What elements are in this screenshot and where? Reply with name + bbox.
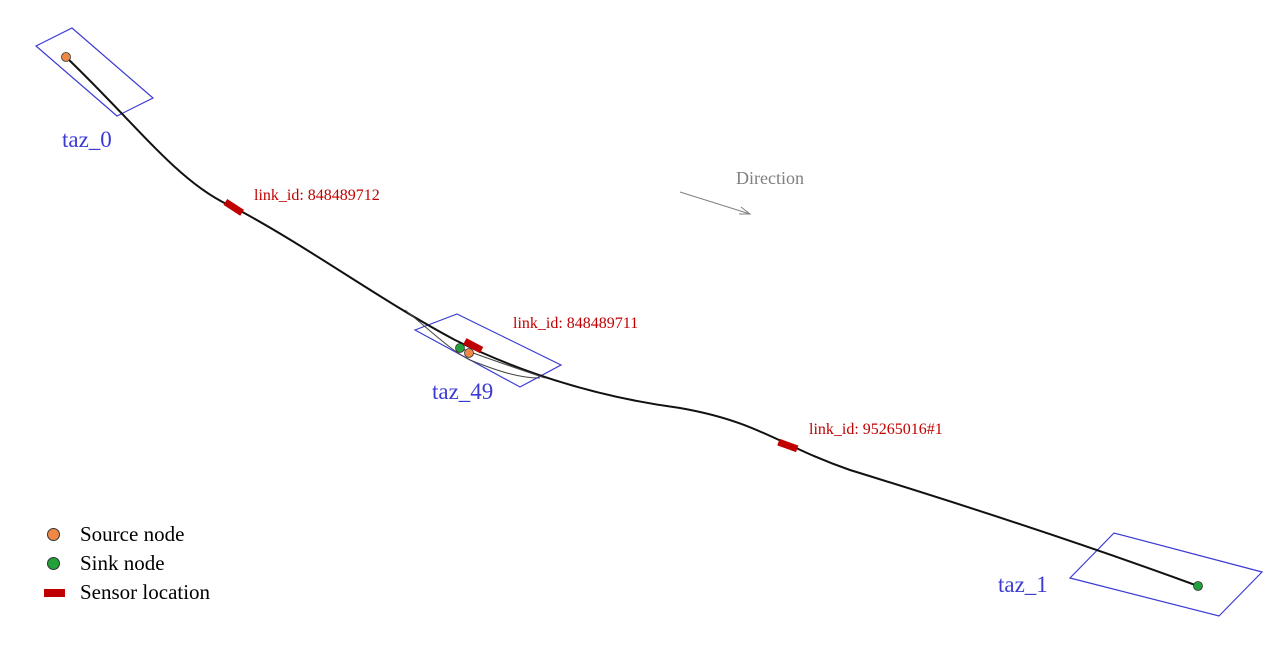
sink-node-taz-1 xyxy=(1193,581,1203,591)
legend-label-sensor: Sensor location xyxy=(80,580,211,604)
zone-boundary-taz-49 xyxy=(413,313,563,388)
sensor-label-848489711: link_id: 848489711 xyxy=(513,315,638,332)
source-node-taz-49 xyxy=(464,348,474,358)
source-node-taz-0 xyxy=(61,52,71,62)
zone-boundary-taz-0 xyxy=(34,27,155,117)
road-main xyxy=(65,56,1199,587)
sensor-label-848489712: link_id: 848489712 xyxy=(254,187,380,204)
sensor-marker-95265016-1 xyxy=(777,438,799,453)
sensor-location-icon xyxy=(42,588,72,597)
legend-item-sensor: Sensor location xyxy=(42,578,210,607)
direction-label: Direction xyxy=(736,168,804,188)
direction-arrow xyxy=(679,191,752,215)
legend-item-sink: Sink node xyxy=(42,549,210,578)
sink-node-taz-49 xyxy=(455,343,465,353)
legend-item-source: Source node xyxy=(42,520,210,549)
road-ramp xyxy=(404,309,541,379)
legend-label-source: Source node xyxy=(80,522,185,546)
sensor-marker-848489712 xyxy=(223,199,245,216)
legend-label-sink: Sink node xyxy=(80,551,165,575)
zone-label-taz-1: taz_1 xyxy=(998,572,1048,597)
source-node-icon xyxy=(42,528,72,541)
sensor-label-95265016-1: link_id: 95265016#1 xyxy=(809,421,943,438)
zone-boundary-taz-1 xyxy=(1068,532,1264,617)
sink-node-icon xyxy=(42,557,72,570)
sensor-marker-848489711 xyxy=(463,338,484,354)
legend: Source node Sink node Sensor location xyxy=(42,520,210,607)
zone-label-taz-0: taz_0 xyxy=(62,127,112,152)
zone-label-taz-49: taz_49 xyxy=(432,379,493,404)
